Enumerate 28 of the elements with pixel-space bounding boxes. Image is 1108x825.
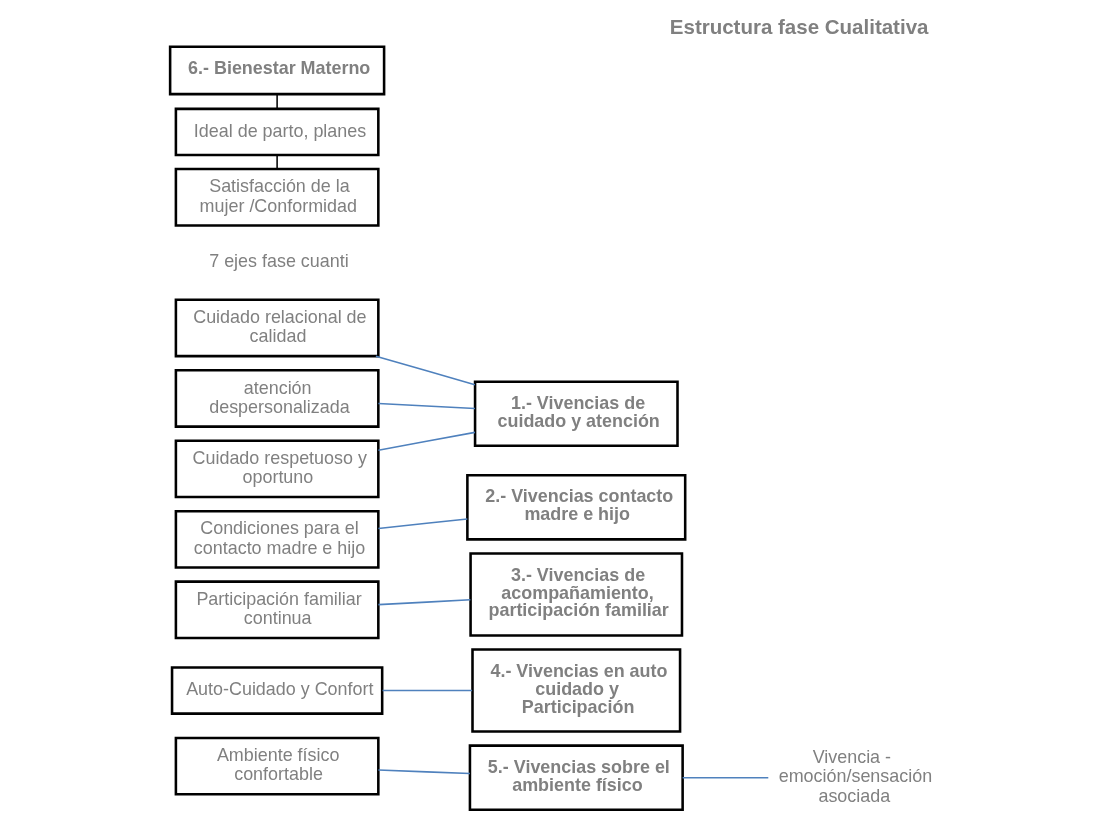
node-box: 1.- Vivencias de cuidado y atención	[473, 380, 679, 448]
node-box: Cuidado respetuoso y oportuno	[174, 439, 380, 499]
node-box: 4.- Vivencias en auto cuidado y Participación	[470, 648, 681, 733]
connector	[377, 431, 476, 452]
label: 7 ejes fase cuanti	[208, 251, 349, 272]
node-box: 6.- Bienestar Materno	[168, 45, 385, 96]
connector	[377, 402, 476, 410]
connector	[681, 776, 769, 779]
node-box: atención despersonalizada	[174, 368, 380, 428]
connector	[381, 689, 473, 692]
node-box: Ideal de parto, planes	[174, 107, 380, 157]
node-box: Ambiente físico confortable	[174, 736, 380, 796]
node-box: 5.- Vivencias sobre el ambiente físico	[468, 744, 684, 811]
node-box: 3.- Vivencias de acompañamiento, participación familiar	[468, 552, 683, 637]
connector	[377, 599, 471, 606]
connector	[275, 93, 278, 110]
diagram-title: Estructura fase Cualitativa	[669, 14, 928, 38]
node-box: Condiciones para el contacto madre e hijo	[174, 509, 380, 569]
node-box: Participación familiar continua	[174, 580, 380, 640]
connector	[275, 154, 278, 170]
connector	[377, 518, 468, 530]
node-text: Vivencia - emoción/sensación asociada	[778, 747, 932, 806]
node-box: 2.- Vivencias contacto madre e hijo	[465, 474, 686, 541]
node-box: Satisfacción de la mujer /Conformidad	[174, 167, 380, 227]
node-box: Auto-Cuidado y Confort	[170, 666, 383, 715]
connector	[377, 769, 471, 775]
node-box: Cuidado relacional de calidad	[174, 298, 380, 358]
connector	[374, 355, 476, 386]
